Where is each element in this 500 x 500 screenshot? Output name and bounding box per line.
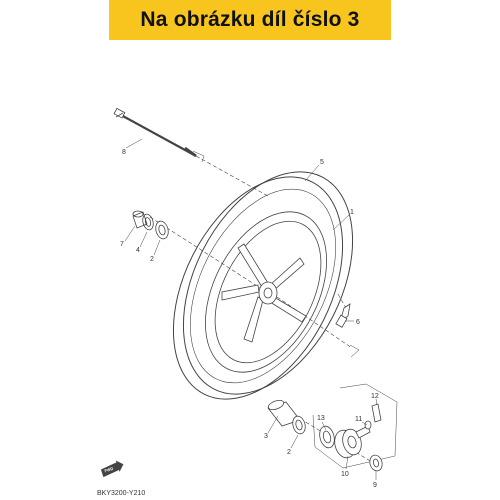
screw-part-12[interactable] <box>371 403 382 423</box>
valve-part-6[interactable] <box>335 303 351 328</box>
nut-part-9[interactable] <box>368 454 384 473</box>
callout-8: 8 <box>122 149 126 156</box>
banner-title: Na obrázku díl číslo 3 <box>140 8 360 31</box>
washer-part-11[interactable] <box>364 420 372 430</box>
reference-frame <box>192 150 398 469</box>
bearing-part-2-lower[interactable] <box>291 415 307 435</box>
callout-13: 13 <box>317 415 325 422</box>
callout-12: 12 <box>371 393 379 400</box>
leader-lines <box>124 138 378 480</box>
bearing-part-2-upper[interactable] <box>154 220 170 240</box>
diagram-code: BKY3200-Y210 <box>97 490 146 497</box>
callout-10: 10 <box>341 471 349 478</box>
callout-1: 1 <box>350 209 354 216</box>
callout-2-upper: 2 <box>150 256 154 263</box>
axle-part-8[interactable] <box>113 107 197 158</box>
oil-seal-part-13[interactable] <box>317 425 336 450</box>
callout-6: 6 <box>356 319 360 326</box>
callout-9: 9 <box>373 482 377 489</box>
tire-part-5[interactable] <box>139 144 387 427</box>
title-banner: Na obrázku díl číslo 3 <box>109 0 391 40</box>
callout-5: 5 <box>320 159 324 166</box>
fwd-label: FWD <box>104 466 114 474</box>
wheel-rim-part-1[interactable] <box>181 192 352 392</box>
fwd-arrow-icon: FWD <box>100 460 124 478</box>
callout-4: 4 <box>136 247 140 254</box>
callout-3: 3 <box>264 433 268 440</box>
callout-2-lower: 2 <box>287 449 291 456</box>
gear-unit-part-10[interactable] <box>332 425 371 460</box>
oil-seal-part-4[interactable] <box>141 213 155 231</box>
callout-7: 7 <box>120 241 124 248</box>
callout-11: 11 <box>355 416 362 423</box>
